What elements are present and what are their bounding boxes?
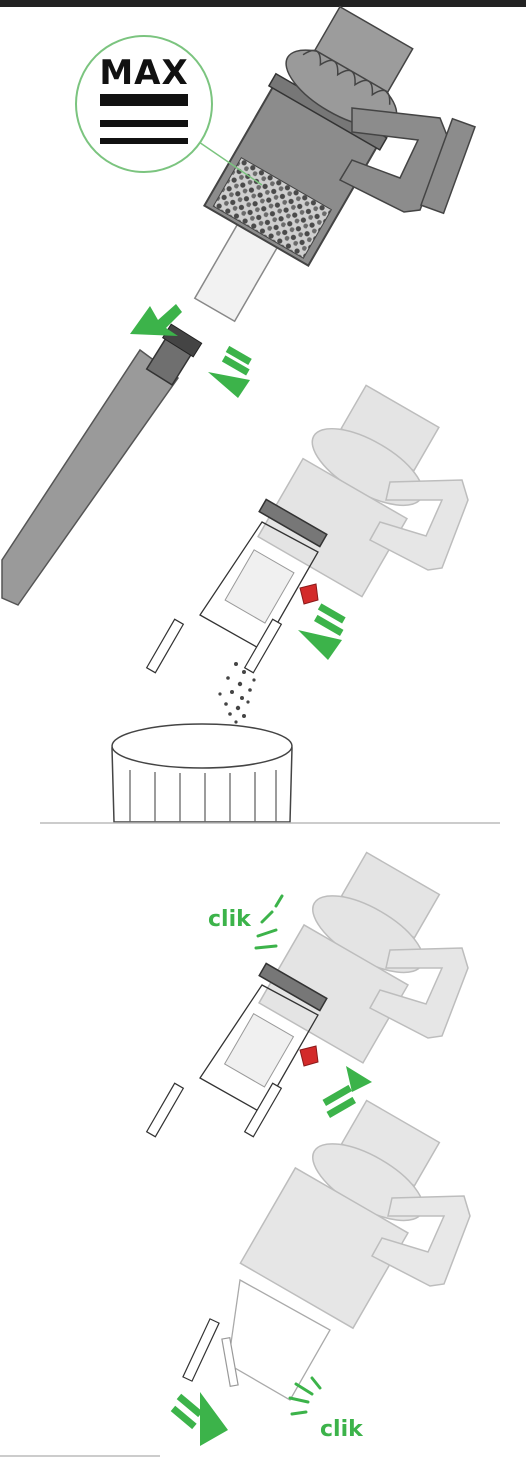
clik-label-bottom: clik <box>320 1417 364 1442</box>
clik-label-top: clik <box>208 907 252 932</box>
wand-icon <box>2 350 178 605</box>
max-label: MAX <box>99 53 188 93</box>
clik-burst-icon <box>256 896 282 948</box>
arrow-icon <box>298 603 346 660</box>
step-4-detach-bin: clik <box>171 1087 470 1446</box>
arrow-icon <box>171 1392 228 1446</box>
top-bar <box>0 0 526 7</box>
clik-burst-icon <box>290 1378 320 1414</box>
step-1-vacuum-full: MAX <box>2 0 475 605</box>
step-3-close-bin: clik <box>147 843 468 1137</box>
release-button-icon <box>300 584 318 604</box>
bin-icon <box>112 724 292 822</box>
release-button-icon <box>300 1046 318 1066</box>
step-2-empty-bin <box>112 375 468 822</box>
arrow-icon <box>208 346 252 398</box>
